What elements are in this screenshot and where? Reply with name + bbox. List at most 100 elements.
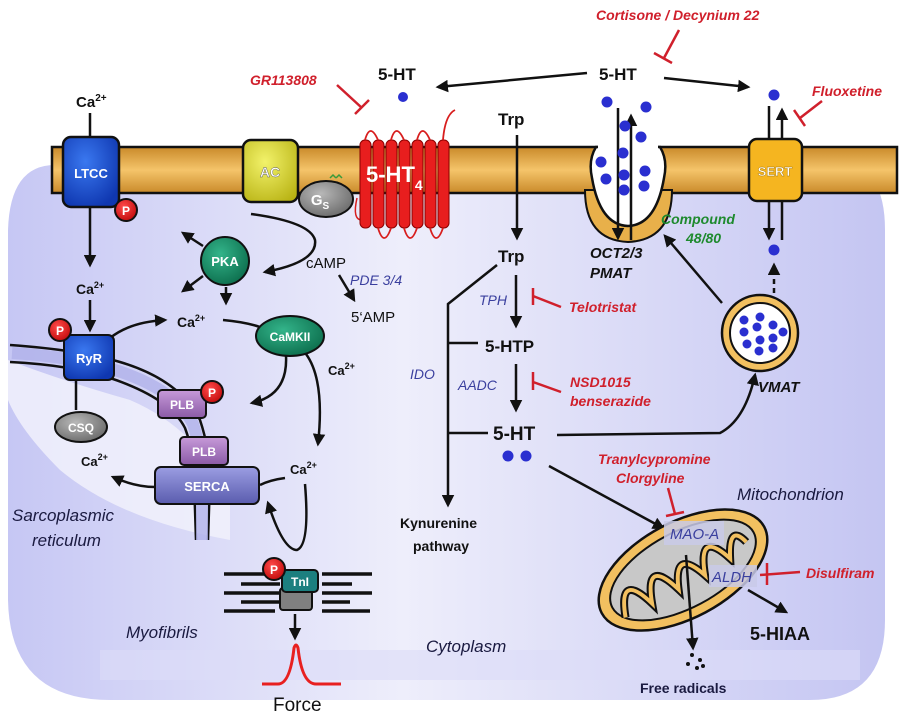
maoa-inhibit-bar (665, 510, 685, 518)
serotonin-intracellular: 5-HT (493, 424, 536, 445)
5ht4-label: 5-HT4 (366, 162, 423, 193)
pka-kinase[interactable]: PKA (200, 236, 250, 286)
pka-to-ryr-arrow (181, 275, 204, 293)
inhibitor-clorgyline: Clorgyline (616, 470, 685, 486)
sr-label-2: reticulum (32, 531, 101, 550)
camp-to-amp-arrow (337, 274, 356, 303)
gs-label: GS (311, 192, 330, 212)
tni-label: TnI (291, 575, 309, 589)
svg-text:P: P (122, 204, 130, 218)
cytoplasm-label: Cytoplasm (426, 637, 506, 656)
pka-label: PKA (211, 254, 239, 269)
svg-text:P: P (56, 324, 64, 338)
maoa-inhibit-line (666, 487, 677, 515)
inhibitor-fluoxetine: Fluoxetine (812, 83, 882, 99)
serotonin-molecule (398, 92, 408, 102)
adenylyl-cyclase[interactable]: AC (241, 138, 300, 204)
vmat-vesicle[interactable] (720, 293, 800, 373)
ryr-label: RyR (76, 351, 103, 366)
inhibitor-telotristat: Telotristat (569, 299, 637, 315)
camkii-label: CaMKII (270, 330, 311, 344)
plb-phosphorylated[interactable]: PLB (157, 389, 207, 419)
gr-inhibit-bar (354, 99, 370, 115)
activator-compound-number: 48/80 (685, 230, 721, 246)
serotonin-extracellular: 5-HT (599, 65, 637, 84)
force-label: Force (273, 695, 322, 716)
maoa-box (664, 521, 724, 545)
enzyme-ido: IDO (410, 366, 435, 382)
telotristat-inhibit-line (532, 294, 562, 309)
plb-label-2: PLB (192, 445, 216, 459)
5ht4-receptor[interactable]: 5-HT4 (354, 109, 456, 239)
inhibitor-nsd1015: NSD1015 (570, 374, 631, 390)
csq-protein[interactable]: CSQ (54, 411, 108, 443)
inhibitor-cortisone-decynium: Cortisone / Decynium 22 (596, 7, 760, 23)
pathway-label: pathway (413, 538, 469, 554)
serotonin-extracellular-receptor: 5-HT (378, 65, 416, 84)
enzyme-maoa: MAO-A (670, 526, 719, 543)
pmat-label: PMAT (590, 265, 633, 282)
oct-serotonin-dots (595, 96, 652, 196)
plb-unphosphorylated[interactable]: PLB (179, 436, 229, 466)
5hiaa-metabolite: 5-HIAA (750, 624, 810, 644)
enzyme-tph: TPH (479, 292, 508, 308)
force-curve (262, 643, 341, 686)
inhibitor-benserazide: benserazide (570, 393, 651, 409)
ryr-channel[interactable]: RyR (63, 334, 115, 381)
serca-uptake-arrow (110, 475, 156, 489)
enzyme-pde: PDE 3/4 (350, 272, 402, 288)
vmat-to-oct-arrow (663, 234, 723, 304)
ca-after-ltcc: Ca2+ (76, 280, 104, 297)
amp-label: 5‘AMP (351, 309, 395, 326)
ca-sr: Ca2+ (81, 452, 108, 469)
aldh-box (709, 565, 757, 587)
inhibitor-disulfiram: Disulfiram (806, 565, 874, 581)
ca-before-serca: Ca2+ (290, 460, 317, 477)
cytoplasm-band (100, 650, 860, 680)
serotonin-dot-1 (502, 450, 514, 462)
sert-transporter[interactable]: SERT (747, 137, 804, 203)
ido-kynurenine-arrow (441, 264, 498, 508)
ac-to-camp-arrow (250, 212, 317, 277)
tni-protein[interactable]: TnI (281, 569, 319, 593)
5htp-metabolite: 5-HTP (485, 337, 534, 356)
csq-label: CSQ (68, 421, 94, 435)
svg-text:P: P (270, 563, 278, 577)
ca-to-camkii-line (222, 318, 261, 329)
svg-text:P: P (208, 386, 216, 400)
ca-near-camkii: Ca2+ (328, 361, 355, 378)
serca-label: SERCA (184, 479, 230, 494)
trp-intracellular: Trp (498, 247, 524, 266)
kynurenine-label: Kynurenine (400, 515, 477, 531)
pka-to-ltcc-arrow (180, 231, 204, 248)
ca-cytosolic: Ca2+ (177, 313, 205, 330)
serca-pump[interactable]: SERCA (154, 466, 260, 505)
cortisone-inhibit-line (662, 29, 681, 59)
camkii-kinase[interactable]: CaMKII (255, 315, 325, 357)
enzyme-aadc: AADC (457, 377, 498, 393)
ltcc-label: LTCC (74, 166, 108, 181)
tni-phospho: P (262, 557, 286, 581)
free-radicals-label: Free radicals (640, 680, 727, 696)
myofibril-filaments (224, 572, 372, 613)
activator-compound: Compound (661, 211, 735, 227)
fluoxetine-inhibit-line (799, 100, 823, 119)
maoa-to-radicals-arrow (684, 554, 699, 651)
gs-protein[interactable]: GS (298, 173, 354, 218)
sert-label: SERT (758, 164, 793, 179)
ltcc-channel[interactable]: LTCC (61, 135, 121, 209)
serotonin-dot-2 (520, 450, 532, 462)
enzyme-aldh: ALDH (711, 569, 752, 586)
myofibrils-label: Myofibrils (126, 623, 198, 642)
ryr-phospho: P (48, 318, 72, 342)
oct-label: OCT2/3 (590, 245, 643, 262)
inhibitor-gr113808: GR113808 (250, 72, 317, 88)
plb-label: PLB (170, 398, 194, 412)
ac-label: AC (260, 164, 280, 180)
cortisone-inhibit-bar (653, 51, 673, 65)
nsd-inhibit-line (532, 380, 562, 394)
inhibitor-tranylcypromine: Tranylcypromine (598, 451, 711, 467)
camkii-to-plb-arrow (249, 355, 288, 407)
ryr-release-arrow (109, 314, 168, 339)
